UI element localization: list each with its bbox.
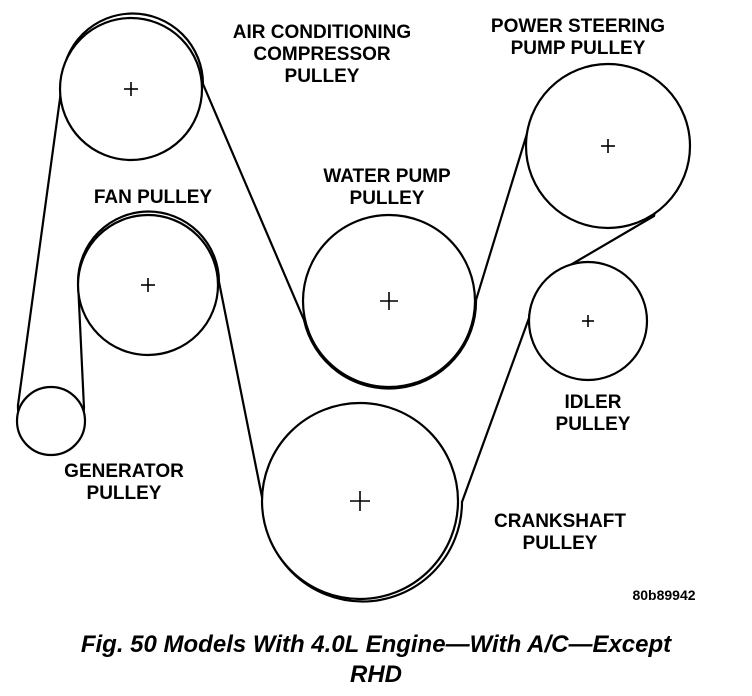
fan-pulley: [76, 213, 220, 357]
fan-pulley-label: FAN PULLEY: [94, 187, 213, 208]
crankshaft-pulley-label-line1: CRANKSHAFT: [494, 511, 626, 532]
figure-caption-line2: RHD: [350, 661, 402, 688]
ac-compressor-label-line3: PULLEY: [285, 66, 360, 87]
power-steering-pump-pulley: [524, 62, 692, 230]
ac-compressor-pulley: [58, 16, 204, 162]
ac-compressor-label-line1: AIR CONDITIONING: [233, 22, 411, 43]
water-pump-label-line1: WATER PUMP: [323, 166, 451, 187]
generator-pulley-label-line2: PULLEY: [87, 483, 162, 504]
idler-pulley-label-line2: PULLEY: [556, 414, 631, 435]
power-steering-label-line2: PUMP PULLEY: [511, 38, 646, 59]
generator-pulley: [15, 385, 87, 457]
crankshaft-pulley-label-line2: PULLEY: [523, 533, 598, 554]
figure-caption-line1: Fig. 50 Models With 4.0L Engine—With A/C…: [80, 631, 672, 658]
idler-pulley-label-line1: IDLER: [565, 392, 622, 413]
idler-pulley: [527, 260, 649, 382]
generator-pulley-label-line1: GENERATOR: [64, 461, 184, 482]
figure-code: 80b89942: [632, 587, 695, 603]
ac-compressor-label-line2: COMPRESSOR: [253, 44, 391, 65]
crankshaft-pulley: [260, 401, 460, 601]
water-pump-pulley: [301, 213, 477, 389]
power-steering-label-line1: POWER STEERING: [491, 16, 665, 37]
water-pump-label-line2: PULLEY: [350, 188, 425, 209]
